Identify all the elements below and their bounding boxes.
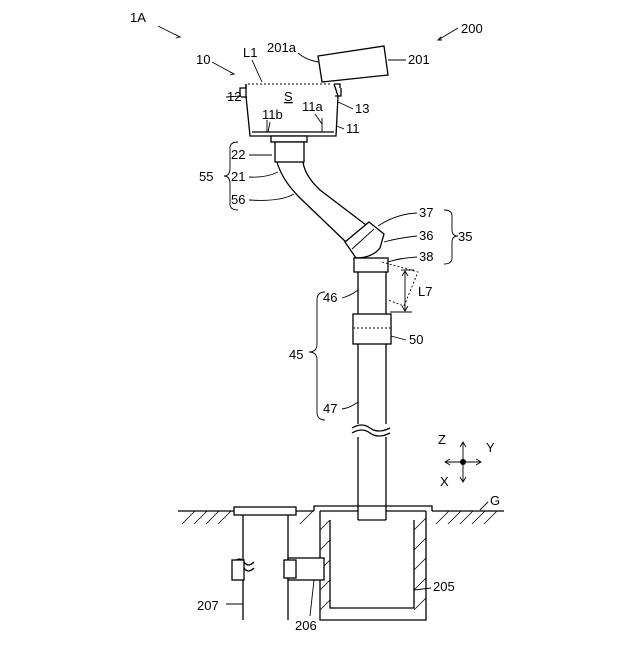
label-fig-id: 1A [130,10,146,25]
label-branch-pipe: 206 [295,618,317,633]
leader-spigot [388,257,417,262]
leader-upper-pipe [342,290,358,298]
leader-system [438,28,458,40]
label-elbow-socket: 37 [419,205,433,220]
brace-elbow-group [444,210,458,264]
leader-branch-pipe [310,580,314,616]
label-gutter-end: 201a [267,40,297,55]
leader-drain-pit [414,588,431,590]
arrowhead-fig-id [176,35,180,38]
drain-pit [314,506,432,620]
label-elbow: 36 [419,228,433,243]
leader-outlet-bottom [268,122,270,132]
label-coupling: 50 [409,332,423,347]
label-eaves-gutter: 201 [408,52,430,67]
leader-gutter-end [298,53,318,62]
leader-body [336,126,344,129]
label-axis-y: Y [486,440,495,455]
label-ground: G [490,493,500,508]
coupling [353,314,391,344]
leader-ground [480,502,488,510]
label-pipe-body: 21 [231,169,245,184]
joint-socket [271,136,307,162]
label-flange: 13 [355,101,369,116]
leader-lower-pipe [342,402,358,409]
downpipe-upper [358,272,386,424]
label-space: S [284,89,293,104]
branch-pipe [284,558,324,580]
bend-pipe [277,162,370,244]
label-lower-pipe: 47 [323,401,337,416]
label-spigot: 38 [419,249,433,264]
ground-surface [178,511,504,524]
label-joint-socket: 22 [231,147,245,162]
leader-level-line [252,60,262,82]
eaves-gutter [318,46,388,82]
leader-outlet-side [315,114,322,124]
axis-indicator [445,442,481,482]
label-upper-assembly: 55 [199,169,213,184]
leader-bend-pipe [249,194,294,200]
label-sewer-pipe: 207 [197,598,219,613]
label-drain-pit: 205 [433,579,455,594]
leader-coupling [391,336,406,340]
label-offset: L7 [418,284,432,299]
label-upper-pipe: 46 [323,290,337,305]
leader-pipe-body [249,172,278,177]
label-elbow-group: 35 [458,229,472,244]
downpipe-lower [358,437,386,520]
label-bend-pipe: 56 [231,192,245,207]
label-receiver: 10 [196,52,210,67]
label-level-line: L1 [243,45,257,60]
leader-flange [338,102,353,109]
label-downpipe: 45 [289,347,303,362]
leader-elbow [384,236,417,242]
elbow [345,222,384,258]
leader-elbow-socket [378,213,417,226]
label-axis-z: Z [438,432,446,447]
label-system: 200 [461,21,483,36]
label-body: 11 [346,121,360,136]
label-axis-x: X [440,474,449,489]
label-outlet-side: 11a [302,99,323,114]
label-outlet-bottom: 11b [262,107,283,122]
